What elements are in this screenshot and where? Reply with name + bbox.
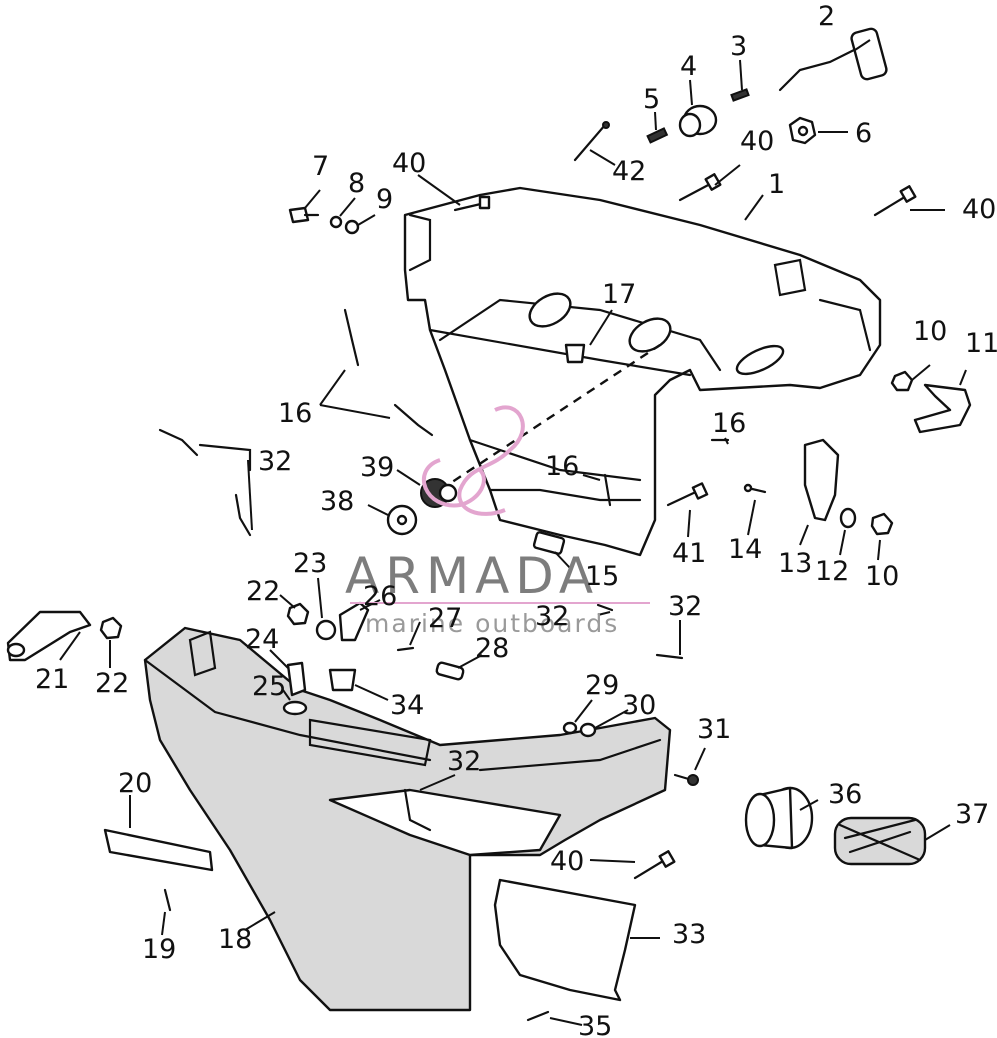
callout-31: 31 <box>697 714 731 745</box>
callout-9: 9 <box>376 184 393 215</box>
lower-cover <box>143 626 672 1012</box>
callout-18: 18 <box>218 924 252 955</box>
callout-36: 36 <box>828 779 862 810</box>
callout-4: 4 <box>680 51 697 82</box>
callout-17: 17 <box>602 279 636 310</box>
callout-39: 39 <box>360 452 394 483</box>
callout-32: 32 <box>447 746 481 777</box>
watermark: ARMADA marine outboards <box>345 405 650 638</box>
callout-32: 32 <box>668 591 702 622</box>
small-parts <box>6 27 972 1022</box>
callout-6: 6 <box>855 118 872 149</box>
alignment-line <box>439 343 661 492</box>
callout-27: 27 <box>428 603 462 634</box>
upper-cover <box>403 186 882 557</box>
callout-37: 37 <box>955 799 989 830</box>
callout-15: 15 <box>585 561 619 592</box>
callout-40: 40 <box>392 148 426 179</box>
callout-16: 16 <box>712 408 746 439</box>
watermark-brand: ARMADA <box>345 547 599 605</box>
callout-42: 42 <box>612 156 646 187</box>
callout-20: 20 <box>118 768 152 799</box>
callout-5: 5 <box>643 84 660 115</box>
callout-23: 23 <box>293 548 327 579</box>
callout-16: 16 <box>278 398 312 429</box>
watermark-logo <box>421 405 525 516</box>
callout-35: 35 <box>578 1011 612 1038</box>
callout-32: 32 <box>258 446 292 477</box>
leader-lines <box>59 39 967 1026</box>
callout-3: 3 <box>730 31 747 62</box>
callout-24: 24 <box>245 624 279 655</box>
callout-19: 19 <box>142 934 176 965</box>
callout-41: 41 <box>672 538 706 569</box>
rear-panel <box>493 878 637 1002</box>
callout-30: 30 <box>622 690 656 721</box>
callout-13: 13 <box>778 548 812 579</box>
callout-40: 40 <box>962 194 996 225</box>
watermark-tagline: marine outboards <box>365 609 619 638</box>
callout-33: 33 <box>672 919 706 950</box>
callout-21: 21 <box>35 664 69 695</box>
callout-34: 34 <box>390 690 424 721</box>
callout-40: 40 <box>550 846 584 877</box>
callout-12: 12 <box>815 556 849 587</box>
callout-2: 2 <box>818 1 835 32</box>
callout-38: 38 <box>320 486 354 517</box>
callout-25: 25 <box>252 671 286 702</box>
callout-28: 28 <box>475 633 509 664</box>
callout-11: 11 <box>965 328 997 359</box>
callout-16: 16 <box>545 451 579 482</box>
callout-29: 29 <box>585 670 619 701</box>
callout-22: 22 <box>95 668 129 699</box>
callout-10: 10 <box>865 561 899 592</box>
callout-7: 7 <box>312 151 329 182</box>
callout-32: 32 <box>535 601 569 632</box>
callout-22: 22 <box>246 576 280 607</box>
callout-8: 8 <box>348 168 365 199</box>
callout-labels: 1 2 3 4 5 6 7 8 9 10 10 11 12 13 14 15 1… <box>35 1 997 1038</box>
callout-14: 14 <box>728 534 762 565</box>
callout-1: 1 <box>768 169 785 200</box>
callout-10: 10 <box>913 316 947 347</box>
callout-26: 26 <box>363 581 397 612</box>
callout-40: 40 <box>740 126 774 157</box>
